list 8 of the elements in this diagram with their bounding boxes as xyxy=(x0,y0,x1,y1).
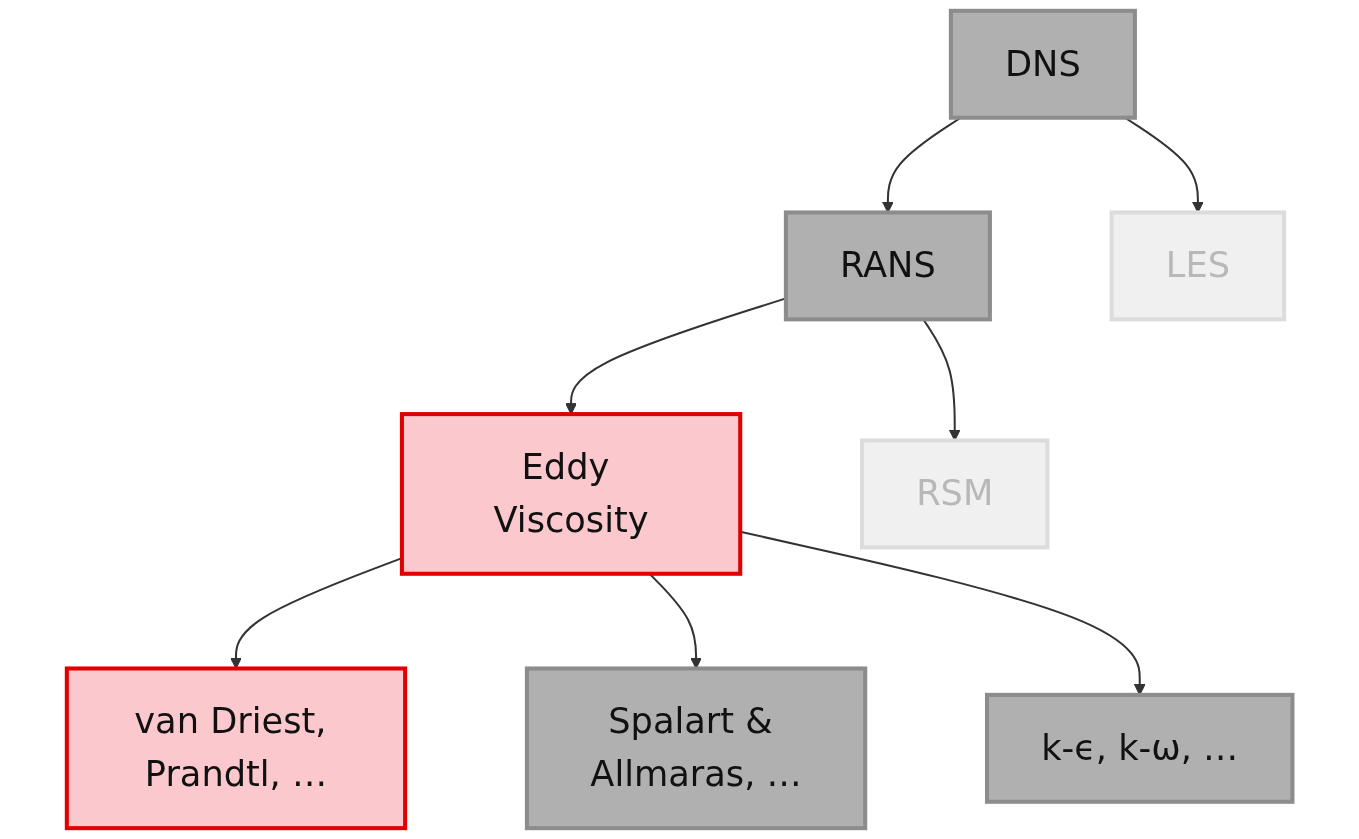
node-box: van Driest, Prandtl, … xyxy=(64,666,407,831)
node-box: DNS xyxy=(948,8,1137,120)
node-box: Spalart & Allmaras, … xyxy=(524,666,868,831)
node-box: RANS xyxy=(783,210,992,322)
node-box: RSM xyxy=(859,438,1050,550)
node-box: LES xyxy=(1109,210,1286,322)
node-box: Eddy Viscosity xyxy=(399,412,743,576)
node-box: k-ϵ, k-ω, … xyxy=(984,692,1295,804)
